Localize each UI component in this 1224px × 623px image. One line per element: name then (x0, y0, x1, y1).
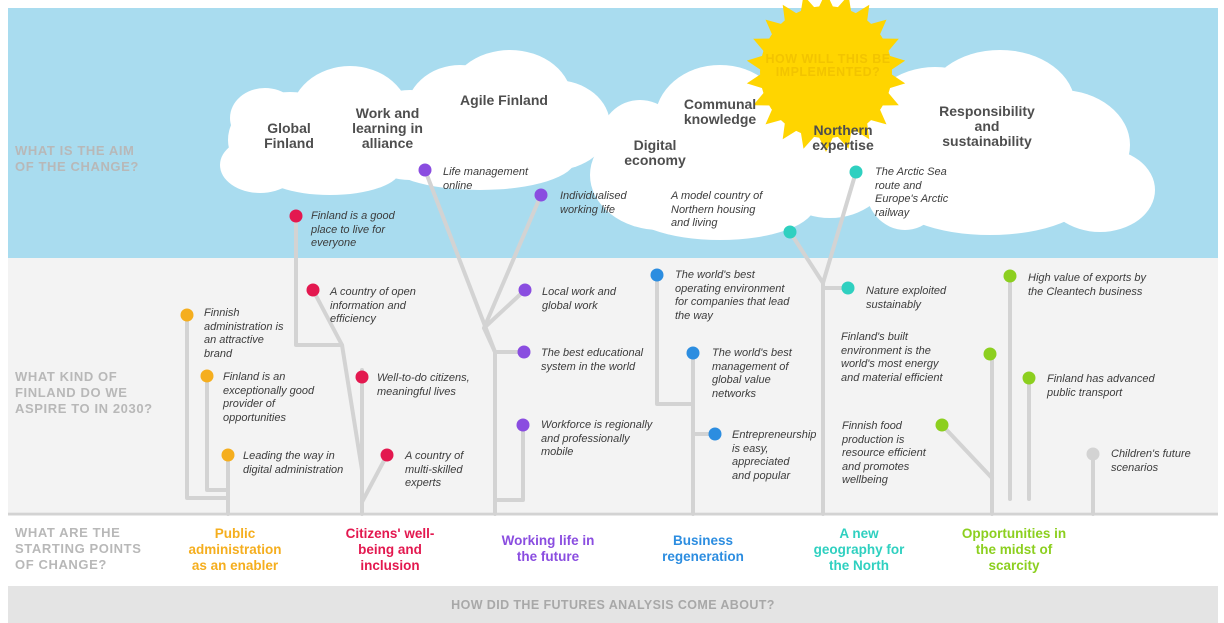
theme-scarcity[interactable]: Opportunities in the midst of scarcity (961, 526, 1067, 573)
dot-good-provider (200, 369, 214, 383)
note-good-provider: Finland is an exceptionally good provide… (223, 371, 315, 424)
note-entrepreneurship: Entrepreneurship is easy, appreciated an… (732, 429, 817, 482)
dot-attractive-brand (180, 308, 194, 322)
sun-label[interactable]: HOW WILL THIS BE IMPLEMENTED? (765, 52, 891, 79)
connector-lines (185, 168, 1095, 516)
dot-digital-admin (221, 448, 235, 462)
row-header-aim: WHAT IS THE AIM OF THE CHANGE? (15, 143, 139, 174)
dot-arctic-sea (849, 165, 863, 179)
dot-built-env (983, 347, 997, 361)
cloud-title-digital-economy: Digital economy (624, 137, 686, 168)
sun-icon (746, 0, 906, 152)
dot-individualised (534, 188, 548, 202)
note-food: Finnish food production is resource effi… (842, 420, 926, 486)
note-well-to-do: Well-to-do citizens, meaningful lives (377, 372, 470, 398)
cloud-left (220, 50, 610, 195)
dot-food (935, 418, 949, 432)
note-value-networks: The world's best management of global va… (712, 347, 792, 400)
theme-business[interactable]: Business regeneration (662, 533, 744, 564)
dot-multi-skilled (380, 448, 394, 462)
note-model-country: A model country of Northern housing and … (671, 190, 763, 229)
dot-well-to-do (355, 370, 369, 384)
note-good-place: Finland is a good place to live for ever… (311, 210, 395, 249)
dot-children (1086, 447, 1100, 461)
row-header-aspire: WHAT KIND OF FINLAND DO WE ASPIRE TO IN … (15, 369, 153, 416)
cloud-title-responsibility: Responsibility and sustainability (939, 103, 1035, 149)
theme-public-admin[interactable]: Public administration as an enabler (188, 526, 282, 573)
note-transport: Finland has advanced public transport (1047, 373, 1155, 399)
dot-nature (841, 281, 855, 295)
cloud-right (865, 50, 1155, 235)
note-attractive-brand: Finnish administration is an attractive … (204, 307, 284, 360)
cloud-title-northern-expertise: Northern expertise (812, 122, 874, 153)
note-local-global: Local work and global work (542, 286, 616, 312)
dot-entrepreneurship (708, 427, 722, 441)
theme-citizens[interactable]: Citizens' well- being and inclusion (345, 526, 435, 573)
cloud-title-work-learning: Work and learning in alliance (352, 105, 423, 151)
dot-model-country (783, 225, 797, 239)
note-children: Children's future scenarios (1111, 448, 1191, 474)
starting-points-band (8, 514, 1218, 586)
dot-good-place (289, 209, 303, 223)
note-arctic-sea: The Arctic Sea route and Europe's Arctic… (875, 166, 949, 219)
node-dots (180, 163, 1100, 462)
theme-north[interactable]: A new geography for the North (813, 526, 905, 573)
dot-life-management (418, 163, 432, 177)
dot-cleantech (1003, 269, 1017, 283)
dot-open-info (306, 283, 320, 297)
dot-workforce (516, 418, 530, 432)
note-cleantech: High value of exports by the Cleantech b… (1028, 272, 1147, 298)
note-workforce: Workforce is regionally and professional… (541, 419, 653, 458)
note-built-env: Finland's built environment is the world… (841, 331, 943, 384)
futures-analysis-link[interactable]: HOW DID THE FUTURES ANALYSIS COME ABOUT? (451, 598, 775, 612)
dot-local-global (518, 283, 532, 297)
note-life-management: Life management online (443, 166, 528, 192)
row-header-starting: WHAT ARE THE STARTING POINTS OF CHANGE? (15, 525, 142, 572)
dot-education (517, 345, 531, 359)
cloud-title-communal-knowledge: Communal knowledge (683, 96, 757, 127)
note-operating-env: The world's best operating environment f… (675, 269, 790, 322)
note-multi-skilled: A country of multi-skilled experts (405, 450, 464, 489)
note-education: The best educational system in the world (541, 347, 644, 373)
note-individualised: Individualised working life (560, 190, 627, 216)
cloud-title-global-finland: Global Finland (264, 120, 314, 151)
aspire-band (8, 258, 1218, 512)
cloud-center (590, 65, 890, 240)
theme-working-life[interactable]: Working life in the future (501, 533, 595, 564)
note-open-info: A country of open information and effici… (330, 286, 416, 325)
dot-operating-env (650, 268, 664, 282)
cloud-title-agile-finland: Agile Finland (460, 92, 548, 108)
dot-transport (1022, 371, 1036, 385)
note-nature: Nature exploited sustainably (866, 285, 947, 311)
footer-bar (8, 586, 1218, 623)
clouds (220, 50, 1155, 240)
dot-value-networks (686, 346, 700, 360)
note-digital-admin: Leading the way in digital administratio… (243, 450, 344, 476)
